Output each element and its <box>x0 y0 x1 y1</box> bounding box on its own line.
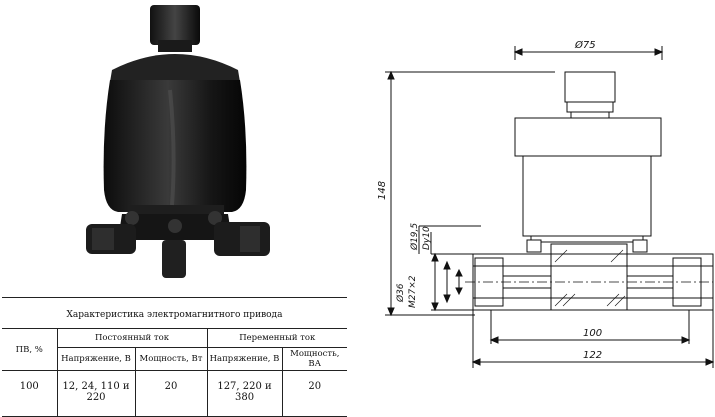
cell-pv: 100 <box>2 370 58 417</box>
valve-spigot <box>162 240 186 278</box>
spec-table-block: Характеристика электромагнитного привода… <box>2 297 348 417</box>
group-dc-header: Постоянный ток <box>56 328 208 348</box>
dim-diameter-19-5: Ø19,5 <box>409 223 420 251</box>
dim-length-100: 100 <box>583 328 602 339</box>
technical-drawing: Ø75 148 Ø19,5 Dy10 Ø36 M27×2 100 122 <box>377 39 715 368</box>
cell-dc-power: 20 <box>134 370 208 417</box>
valve-top-cap <box>150 5 200 45</box>
cell-ac-power: 20 <box>281 370 348 417</box>
cell-dc-voltage: 12, 24, 110 и 220 <box>56 370 136 417</box>
sub-dc-power: Мощность, Вт <box>134 347 208 371</box>
spec-table-caption: Характеристика электромагнитного привода <box>2 297 347 328</box>
valve-photo <box>86 5 270 278</box>
valve-dome <box>110 54 240 82</box>
group-ac-header: Переменный ток <box>206 328 348 348</box>
spec-table: ПВ, % Постоянный ток Переменный ток Напр… <box>2 328 348 417</box>
sub-ac-voltage: Напряжение, В <box>206 347 283 371</box>
sub-dc-voltage: Напряжение, В <box>56 347 136 371</box>
dim-thread-m27: M27×2 <box>408 275 418 308</box>
sub-ac-power: Мощность, ВА <box>281 347 348 371</box>
dim-diameter-36: Ø36 <box>395 283 406 303</box>
dim-length-122: 122 <box>583 350 602 361</box>
dim-dy10: Dy10 <box>422 226 432 250</box>
table-row: 100 12, 24, 110 и 220 20 127, 220 и 380 … <box>2 370 348 417</box>
dim-diameter-75: Ø75 <box>574 39 596 51</box>
col-pv-header: ПВ, % <box>2 328 58 371</box>
dim-height-148: 148 <box>377 181 388 200</box>
cell-ac-voltage: 127, 220 и 380 <box>206 370 283 417</box>
